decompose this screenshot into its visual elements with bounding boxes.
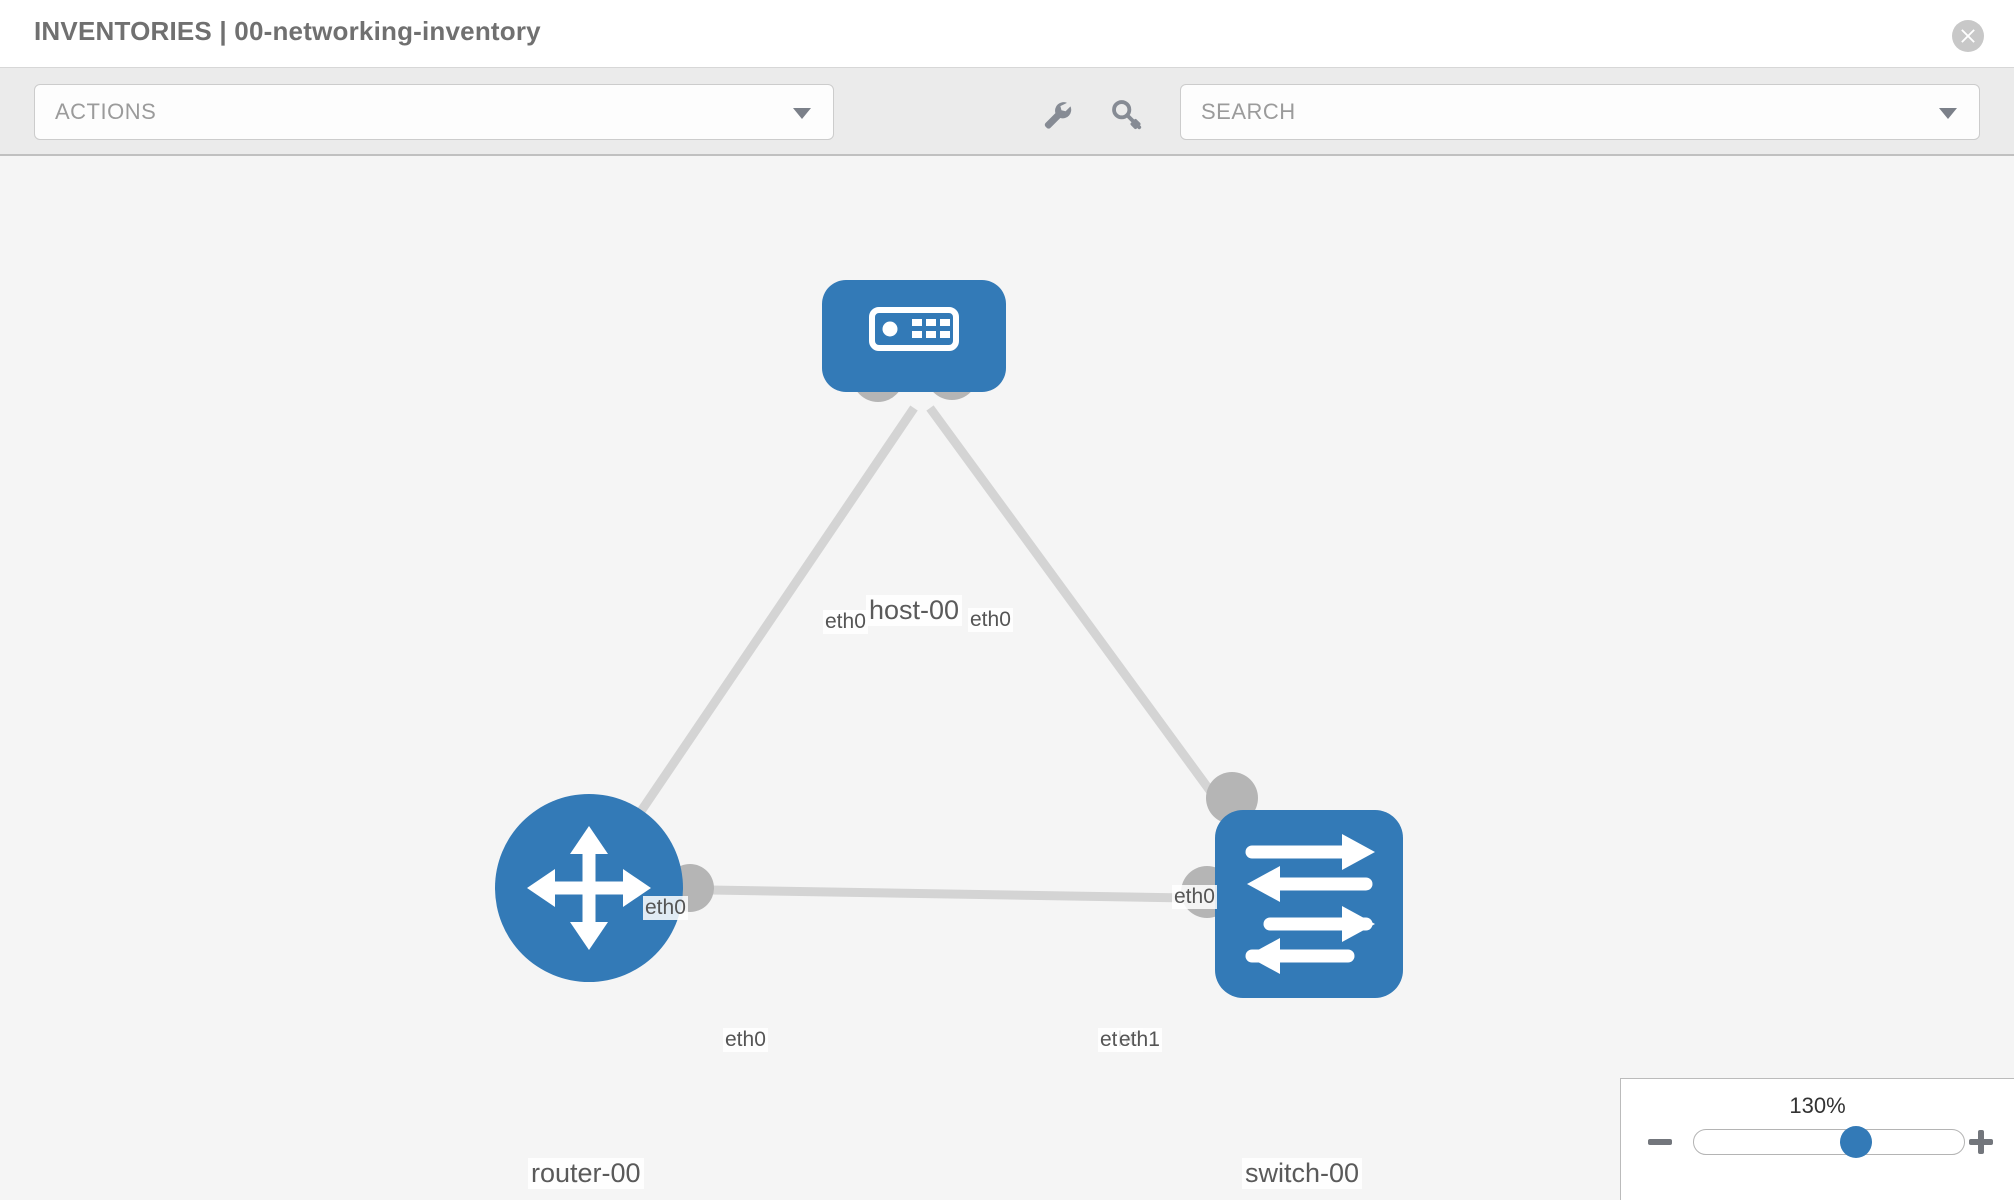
- wrench-icon[interactable]: [1040, 98, 1074, 132]
- interface-label-host-eth0-left: eth0: [823, 610, 868, 634]
- zoom-slider-thumb[interactable]: [1840, 1126, 1872, 1158]
- interface-label-switch-eth1: eth1: [1117, 1028, 1162, 1052]
- topology-connectors: [666, 348, 1258, 918]
- actions-dropdown-label: ACTIONS: [55, 99, 157, 124]
- close-icon[interactable]: [1952, 20, 1984, 52]
- topology-canvas[interactable]: host-00 router-00 switch-00 eth0 eth0 et…: [0, 158, 2014, 1200]
- node-switch-00[interactable]: [1215, 810, 1403, 998]
- actions-dropdown[interactable]: ACTIONS: [34, 84, 834, 140]
- node-label-switch-00: switch-00: [1242, 1158, 1363, 1189]
- node-host-00[interactable]: [822, 280, 1006, 392]
- zoom-level-value: 130%: [1789, 1093, 1846, 1118]
- node-label-host-00: host-00: [866, 595, 963, 626]
- zoom-in-button[interactable]: [1966, 1127, 1996, 1157]
- page-title: INVENTORIES | 00-networking-inventory: [34, 16, 541, 46]
- page-header: INVENTORIES | 00-networking-inventory: [0, 0, 2014, 68]
- chevron-down-icon: [793, 108, 811, 119]
- interface-label-switch-uplink-eth0: eth0: [1172, 885, 1217, 909]
- search-input[interactable]: SEARCH: [1180, 84, 1980, 140]
- interface-label-router-eth0: eth0: [723, 1028, 768, 1052]
- interface-label-router-uplink-eth0: eth0: [643, 896, 688, 920]
- interface-label-host-eth0-right: eth0: [968, 608, 1013, 632]
- zoom-slider-track[interactable]: [1693, 1126, 1965, 1158]
- topology-links: [585, 405, 1306, 905]
- chevron-down-icon[interactable]: [1939, 108, 1957, 119]
- toolbar: ACTIONS SEARCH: [0, 68, 2014, 156]
- zoom-control-panel: 130%: [1620, 1078, 2014, 1200]
- zoom-out-button[interactable]: [1645, 1127, 1675, 1157]
- node-router-00[interactable]: [495, 794, 683, 982]
- key-icon[interactable]: [1110, 98, 1144, 132]
- topology-graph: [495, 280, 1403, 998]
- node-label-router-00: router-00: [528, 1158, 644, 1189]
- link-host-router: [585, 405, 918, 891]
- search-placeholder: SEARCH: [1201, 99, 1296, 124]
